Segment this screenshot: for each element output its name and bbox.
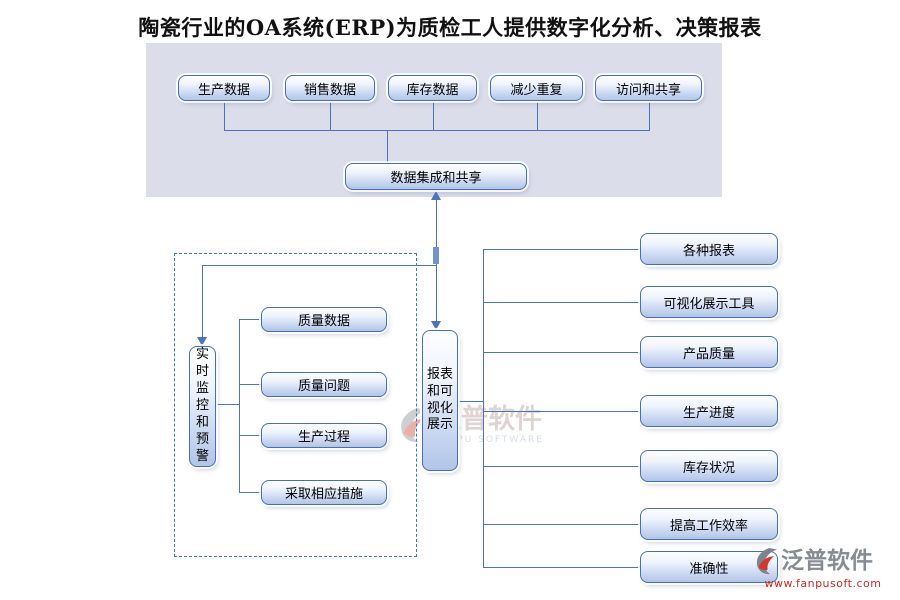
connector-line [458,401,483,402]
node-product-quality: 产品质量 [640,336,778,368]
connector-line [224,102,225,130]
node-production-data: 生产数据 [178,75,270,101]
monitor-group-outline [174,253,417,557]
node-reduce-duplication: 减少重复 [490,75,583,101]
connector-line [483,249,484,567]
node-visualization-tools: 可视化展示工具 [640,286,778,318]
node-accuracy: 准确性 [640,551,778,583]
node-access-sharing: 访问和共享 [595,75,702,101]
connector-line [239,384,261,385]
node-data-integration: 数据集成和共享 [345,163,527,190]
node-realtime-monitoring-hub: 实时监控和预警 [189,346,216,467]
node-quality-issues: 质量问题 [261,372,387,397]
arrow-down-icon [431,321,441,330]
arrow-down-icon [197,337,207,346]
connector-line [387,130,388,163]
connector-line [483,249,640,250]
connector-line [202,265,436,266]
page-title: 陶瓷行业的OA系统(ERP)为质检工人提供数字化分析、决策报表 [138,15,762,40]
node-production-progress: 生产进度 [640,395,778,427]
connector-line [216,404,239,405]
connector-line [483,411,640,412]
connector-line [649,102,650,130]
connector-line [483,302,640,303]
node-various-reports: 各种报表 [640,233,778,265]
connector-thick-segment [433,247,439,264]
node-production-process: 生产过程 [261,423,387,448]
node-report-visualization-hub: 报表和可视化展示 [422,330,458,471]
connector-line [483,466,640,467]
node-inventory-status: 库存状况 [640,450,778,482]
connector-line [483,352,640,353]
logo-brand-text: 泛普软件 [781,547,873,574]
connector-line [239,319,261,320]
connector-line [239,319,240,493]
logo-url-text: www.fanpusoft.com [764,577,882,590]
connector-line [483,524,640,525]
node-take-measures: 采取相应措施 [261,480,387,505]
node-work-efficiency: 提高工作效率 [640,508,778,540]
connector-line [433,102,434,130]
connector-line [483,567,640,568]
connector-line [537,102,538,130]
fanpu-logo: 泛普软件 www.fanpusoft.com [753,546,893,590]
fanpu-logo-icon [756,548,778,575]
connector-line [239,492,261,493]
connector-line [330,102,331,130]
connector-line [239,435,261,436]
fanpu-logo-icon [401,408,428,443]
arrow-up-icon [431,191,441,200]
node-inventory-data: 库存数据 [388,75,477,101]
node-sales-data: 销售数据 [285,75,375,101]
connector-line [224,130,650,131]
node-quality-data: 质量数据 [261,307,387,332]
connector-line [202,265,203,338]
watermark-subtitle: FANPU SOFTWARE [434,435,544,445]
